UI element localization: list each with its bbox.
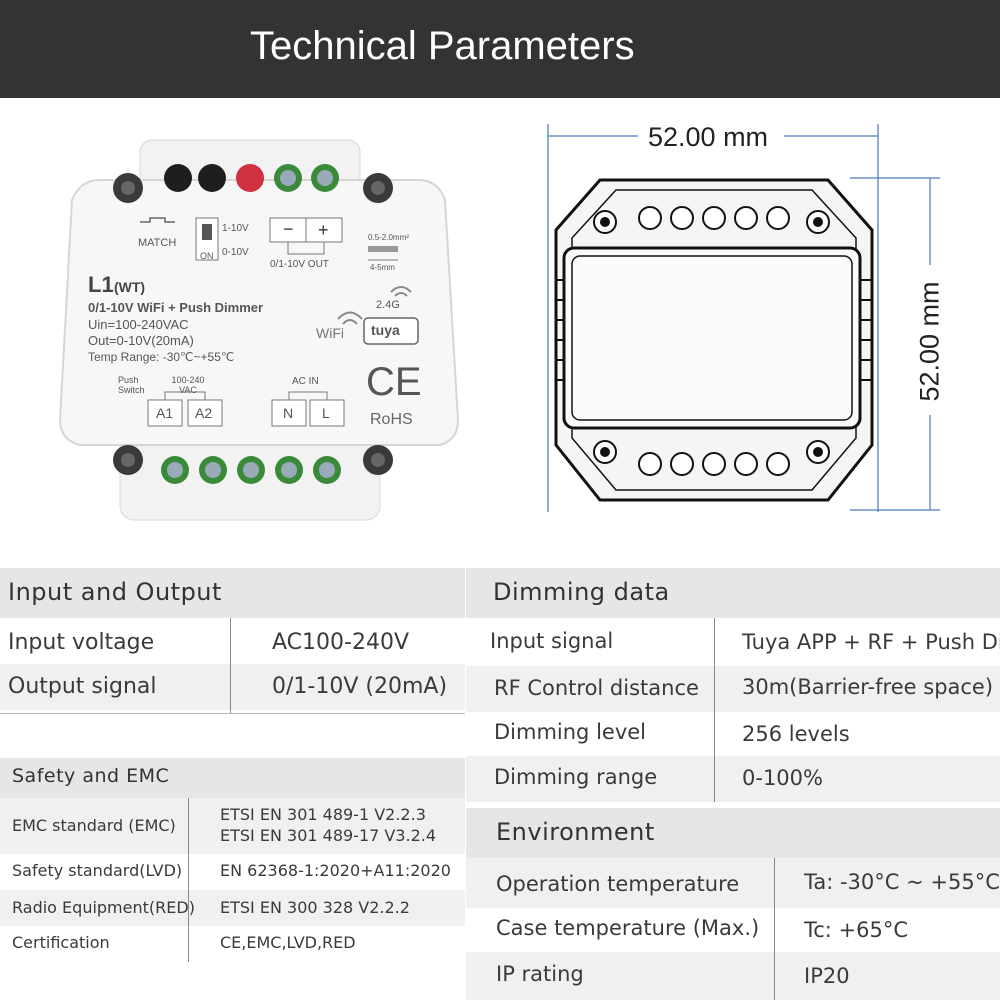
environment-header-band [466, 808, 1000, 858]
dimming-label-level: Dimming level [494, 720, 647, 744]
environment-value-operation: Ta: -30°C ~ +55°C [804, 870, 1000, 894]
safety-value-emc-2: ETSI EN 301 489-17 V3.2.4 [220, 826, 437, 845]
switch-label-on: ON [200, 251, 214, 261]
ce-mark: CE [366, 360, 422, 404]
top-terminals [164, 164, 339, 192]
rohs-mark: RoHS [370, 411, 413, 428]
uin-spec: Uin=100-240VAC [88, 317, 189, 332]
environment-label-ip: IP rating [496, 962, 584, 986]
environment-title: Environment [496, 818, 655, 846]
dimming-divider [714, 618, 715, 802]
wifi-label: WiFi [316, 325, 344, 341]
bottom-terminals [161, 456, 341, 484]
wire-spec-1: 0.5-2.0mm² [368, 233, 409, 242]
model-suffix: (WT) [114, 279, 146, 295]
out-spec: Out=0-10V(20mA) [88, 333, 194, 348]
safety-header-band [0, 758, 465, 798]
a1-label: A1 [156, 405, 174, 421]
header-bar: Technical Parameters [0, 0, 1000, 98]
safety-title: Safety and EMC [12, 765, 170, 787]
safety-label-cert: Certification [12, 933, 110, 952]
switch-label-2: 0-10V [222, 247, 249, 258]
safety-row-alt [0, 798, 465, 854]
temp-spec: Temp Range: -30℃~+55℃ [88, 350, 235, 364]
height-dimension: 52.00 mm [914, 281, 945, 402]
safety-label-red: Radio Equipment(RED) [12, 898, 195, 917]
out-label: 0/1-10V OUT [270, 259, 329, 270]
screw-icon [593, 210, 830, 464]
dimension-lines [547, 124, 940, 512]
safety-label-emc: EMC standard (EMC) [12, 816, 176, 835]
io-header-band [0, 568, 465, 618]
dimming-value-range: 0-100% [742, 766, 823, 790]
device-body [58, 139, 460, 521]
environment-row-alt [466, 858, 1000, 908]
device-illustration: MATCH 1-10V ON 0-10V − + 0/1-10V OUT 0.5… [0, 100, 520, 540]
model-name: L1 [88, 272, 114, 297]
width-dimension: 52.00 mm [648, 122, 769, 152]
screw-icon [113, 173, 393, 475]
dimming-header-band [466, 568, 1000, 618]
match-label: MATCH [138, 237, 177, 249]
safety-value-lvd: EN 62368-1:2020+A11:2020 [220, 861, 451, 880]
environment-value-ip: IP20 [804, 964, 850, 988]
dimming-value-level: 256 levels [742, 722, 850, 746]
ac-in-label: AC IN [292, 376, 319, 387]
product-line: 0/1-10V WiFi + Push Dimmer [88, 300, 264, 315]
environment-divider [774, 858, 775, 1000]
environment-label-operation: Operation temperature [496, 872, 740, 896]
dimension-drawing: 52.00 mm 52.00 mm [520, 100, 1000, 540]
push-switch-label: Push Switch [118, 375, 145, 395]
vac-label: 100-240 VAC [171, 375, 205, 395]
a2-label: A2 [195, 405, 213, 421]
io-value-input: AC100-240V [272, 630, 409, 655]
out-plus: + [318, 220, 329, 240]
safety-value-emc-1: ETSI EN 301 489-1 V2.2.3 [220, 805, 426, 824]
safety-divider [188, 798, 189, 962]
band-label: 2.4G [376, 299, 400, 311]
environment-label-case: Case temperature (Max.) [496, 916, 760, 940]
dimming-label-signal: Input signal [490, 629, 614, 653]
io-label-output: Output signal [8, 674, 157, 699]
io-label-input: Input voltage [8, 630, 155, 655]
wire-spec-2: 4-5mm [370, 263, 395, 272]
dimming-row-alt [466, 756, 1000, 802]
l-label: L [322, 405, 330, 421]
environment-row-alt [466, 952, 1000, 1000]
environment-value-case: Tc: +65°C [804, 918, 909, 942]
out-minus: − [283, 219, 294, 239]
io-title: Input and Output [8, 578, 222, 606]
io-divider [230, 618, 231, 714]
switch-label-1: 1-10V [222, 223, 249, 234]
safety-label-lvd: Safety standard(LVD) [12, 861, 183, 880]
dimming-value-distance: 30m(Barrier-free space) [742, 675, 994, 699]
safety-value-cert: CE,EMC,LVD,RED [220, 933, 356, 952]
page-title: Technical Parameters [250, 24, 635, 68]
io-bottom-line [0, 713, 465, 714]
dimming-label-range: Dimming range [494, 765, 658, 789]
io-value-output: 0/1-10V (20mA) [272, 674, 448, 699]
safety-value-red: ETSI EN 300 328 V2.2.2 [220, 898, 410, 917]
outline-drawing [547, 124, 940, 512]
tuya-logo: tuya [371, 322, 400, 338]
dimming-title: Dimming data [493, 578, 670, 606]
dimming-row-alt [466, 666, 1000, 712]
n-label: N [283, 405, 294, 421]
io-row-alt [0, 664, 465, 710]
terminal-holes [638, 206, 790, 476]
dimming-label-distance: RF Control distance [494, 676, 699, 700]
dimming-value-signal: Tuya APP + RF + Push Dim [742, 630, 1000, 654]
wifi-icon [337, 286, 412, 325]
safety-row-alt [0, 890, 465, 926]
